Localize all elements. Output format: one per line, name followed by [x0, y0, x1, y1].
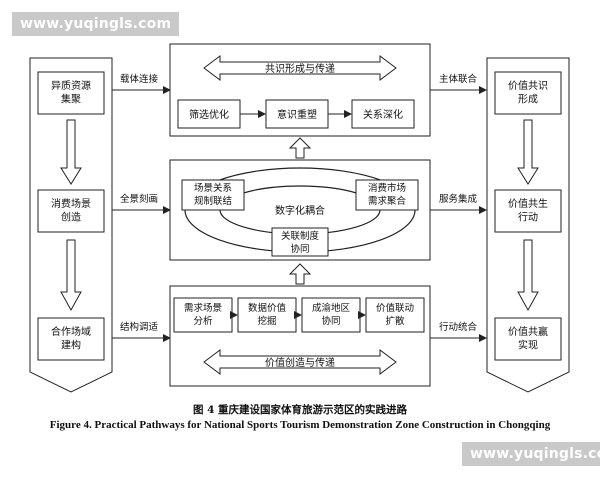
middle-node-1: [181, 179, 245, 211]
left-box-1: [37, 71, 105, 115]
right-box-2-text: 价值共生行动: [508, 197, 548, 224]
watermark-bottom: www.yuqingls.com: [462, 442, 600, 466]
left-link-label-1: 载体连接: [120, 73, 159, 85]
top-box-2: [265, 99, 329, 129]
top-panel-double-arrow: [203, 55, 397, 81]
left-box-2-text: 消费场景创造: [51, 197, 91, 224]
left-down-arrow-2: [60, 239, 82, 312]
right-down-arrow-2: [517, 239, 539, 312]
right-link-label-3: 行动统合: [439, 321, 478, 333]
up-arrow-bottom: [288, 263, 312, 285]
bottom-box-2: [237, 297, 297, 333]
middle-node-1-text: 场景关系规制联结: [194, 182, 232, 207]
left-box-3: [37, 317, 105, 361]
top-box-2-text: 意识重塑: [277, 108, 317, 121]
bottom-box-3-text: 成渝地区协同: [312, 302, 351, 327]
middle-center-text: 数字化耦合: [275, 204, 325, 217]
left-link-label-2: 全景刻画: [120, 193, 158, 205]
top-box-1: [177, 99, 241, 129]
left-box-1-text: 异质资源集聚: [51, 79, 91, 106]
bottom-box-4-text: 价值联动扩散: [376, 302, 414, 327]
bottom-box-4: [365, 297, 425, 333]
left-link-label-3: 结构调适: [120, 321, 159, 333]
left-box-3-text: 合作场域建构: [51, 325, 91, 352]
bottom-panel-double-arrow: [203, 349, 397, 375]
left-box-2: [37, 189, 105, 233]
middle-node-3-text: 关联制度协同: [281, 230, 320, 255]
middle-node-3: [271, 227, 329, 257]
caption-chinese: 图 4 重庆建设国家体育旅游示范区的实践进路: [192, 404, 408, 416]
top-panel-title: 共识形成与传递: [265, 62, 335, 75]
right-down-arrow-1: [517, 119, 539, 185]
bottom-box-1-text: 需求场景分析: [184, 302, 222, 327]
middle-node-2-text: 消费市场需求聚合: [368, 182, 407, 207]
right-box-1: [494, 71, 562, 115]
pathway-diagram: 异质资源集聚 消费场景创造 合作场域建构 价值共识形成 价值共生行动 价值共赢实…: [29, 43, 570, 393]
top-box-1-text: 筛选优化: [189, 108, 229, 121]
right-box-3: [494, 317, 562, 361]
top-box-3: [351, 99, 415, 129]
right-link-label-2: 服务集成: [439, 193, 478, 205]
top-box-3-text: 关系深化: [363, 108, 403, 121]
right-box-1-text: 价值共识形成: [508, 79, 548, 106]
bottom-box-1: [173, 297, 233, 333]
left-down-arrow-1: [60, 119, 82, 185]
right-box-3-text: 价值共赢实现: [508, 325, 548, 352]
middle-node-2: [355, 179, 419, 211]
right-link-label-1: 主体联合: [439, 73, 478, 85]
bottom-box-2-text: 数据价值挖掘: [248, 302, 287, 327]
watermark-top: www.yuqingls.com: [12, 12, 180, 36]
right-box-2: [494, 189, 562, 233]
bottom-panel-title: 价值创造与传递: [265, 356, 335, 369]
caption-english: Figure 4. Practical Pathways for Nationa…: [49, 419, 551, 431]
up-arrow-top: [288, 137, 312, 159]
